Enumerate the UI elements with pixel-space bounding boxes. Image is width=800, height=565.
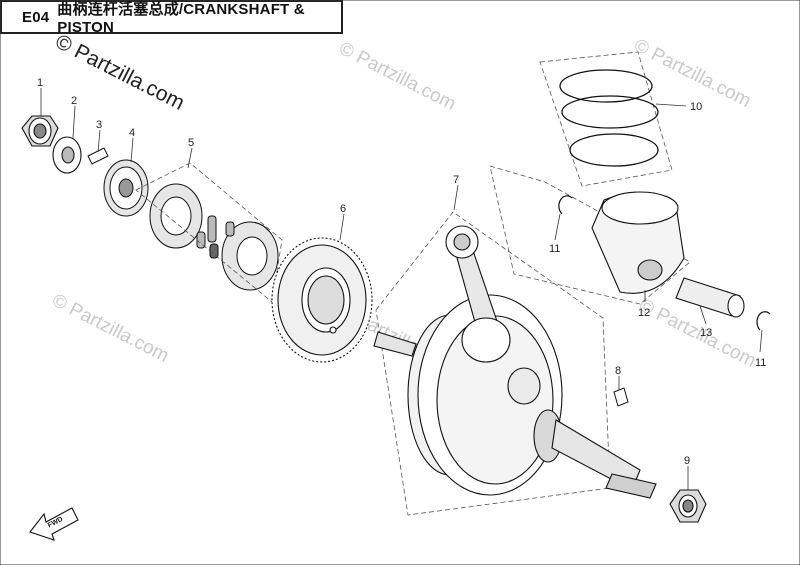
part-7-group-outline (375, 211, 611, 516)
diagram-title-text: 曲柄连杆活塞总成/CRANKSHAFT & PISTON (57, 1, 305, 36)
part-2-washer[interactable] (52, 136, 82, 174)
piston-group-outline (489, 165, 691, 305)
callout-8: 8 (615, 365, 621, 377)
part-3-key[interactable] (87, 147, 109, 165)
callout-7: 7 (453, 174, 459, 186)
part-4-gear[interactable] (103, 159, 149, 217)
callout-10: 10 (690, 101, 702, 113)
part-9-nut[interactable] (669, 489, 707, 523)
fwd-arrow-icon: FWD (29, 507, 79, 541)
callout-4: 4 (129, 127, 135, 139)
diagram-title: E04 曲柄连杆活塞总成/CRANKSHAFT & PISTON (0, 0, 343, 36)
part-5-gear-set[interactable] (149, 183, 279, 291)
callout-3: 3 (96, 119, 102, 131)
part-5-group-outline (135, 162, 283, 303)
callout-2: 2 (71, 95, 77, 107)
part-11-circlip[interactable] (558, 195, 573, 215)
callout-1: 1 (37, 77, 43, 89)
callout-12: 12 (638, 307, 650, 319)
part-6-large-gear[interactable] (271, 237, 373, 363)
part-8-key[interactable] (613, 387, 629, 407)
callout-5: 5 (188, 137, 194, 149)
callout-6: 6 (340, 203, 346, 215)
callout-11: 11 (549, 243, 560, 255)
part-13-piston-pin[interactable] (675, 277, 745, 318)
part-12-piston[interactable] (591, 191, 685, 294)
part-7-crankshaft[interactable] (373, 225, 657, 499)
part-10-piston-rings[interactable] (559, 69, 659, 167)
callout-13: 13 (700, 327, 712, 339)
part-11-circlip[interactable] (756, 311, 771, 331)
part-1-nut[interactable] (21, 115, 59, 147)
callout-9: 9 (684, 455, 690, 467)
part-10-group-outline (539, 51, 673, 187)
diagram-code: E04 (22, 8, 50, 26)
callout-11: 11 (755, 357, 766, 369)
leader-lines (40, 88, 763, 490)
